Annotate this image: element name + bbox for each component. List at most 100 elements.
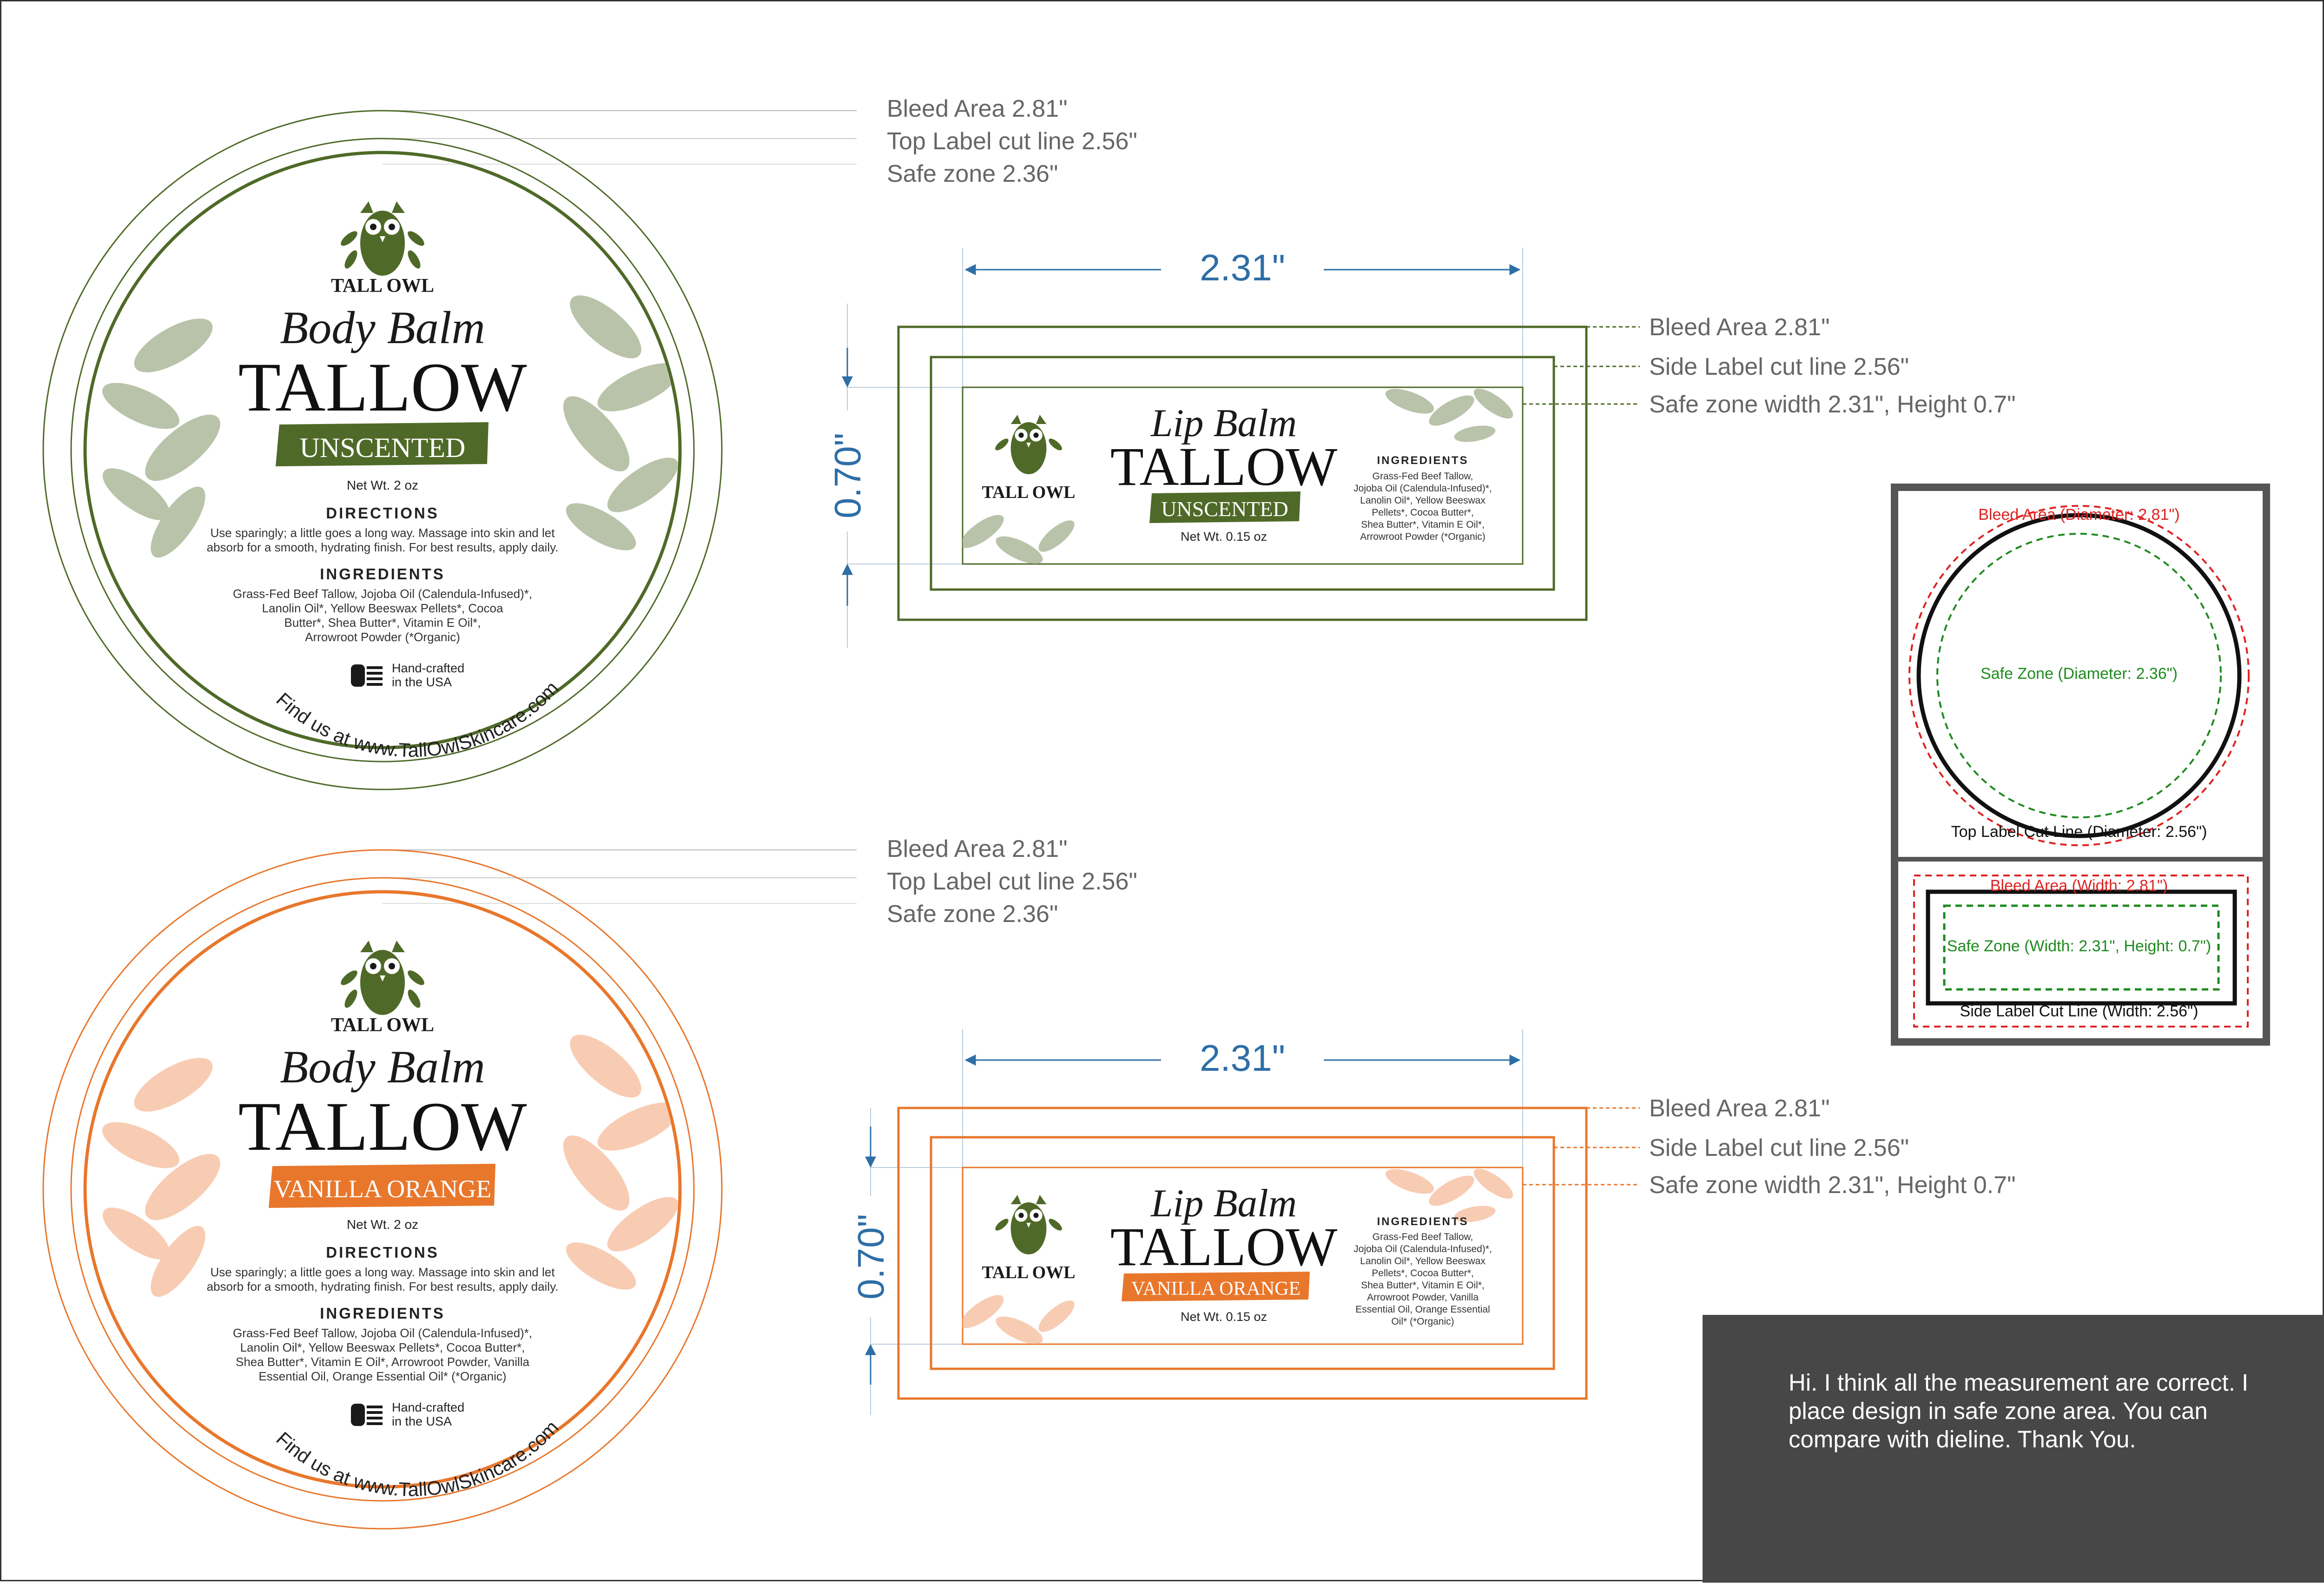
variant-banner-text: UNSCENTED <box>300 432 466 463</box>
brand-name: TALL OWL <box>982 483 1076 502</box>
handcrafted-line: in the USA <box>392 1414 452 1428</box>
side-bleed-rect <box>897 325 1588 621</box>
brand-name: TALL OWL <box>331 1015 434 1036</box>
ingredients-line: Grass-Fed Beef Tallow, Jojoba Oil (Calen… <box>233 587 532 601</box>
callout-cut: Top Label cut line 2.56" <box>887 128 1137 155</box>
dim-text-bg <box>847 1196 894 1317</box>
variant-banner-bg <box>1122 1272 1310 1301</box>
dieline-bleed-rect <box>1913 875 2249 1028</box>
dieline-cut-label: Top Label Cut Line (Diameter: 2.56") <box>1951 823 2207 841</box>
leaf-icon <box>563 1135 630 1211</box>
round-label: TALL OWL Body Balm TALLOW UNSCENTED Net … <box>42 95 1137 790</box>
directions-line: absorb for a smooth, hydrating finish. F… <box>207 1280 559 1293</box>
website-arc: Find us at www.TallOwlSkincare.com <box>272 677 562 761</box>
ingredients-line: Lanolin Oil*, Yellow Beeswax Pellets*, C… <box>262 601 503 615</box>
callout-bleed: Bleed Area 2.81" <box>1649 314 1830 341</box>
safe-circle <box>83 890 682 1489</box>
leaf-icon <box>134 318 213 372</box>
dieline-reference: Bleed Area (Diameter: 2.81") Safe Zone (… <box>1891 484 2270 1046</box>
ingredients-line: Arrowroot Powder (*Organic) <box>1360 531 1486 542</box>
leaf-decor <box>102 1035 678 1297</box>
variant-banner-bg <box>269 1164 495 1208</box>
callout-cut: Top Label cut line 2.56" <box>887 868 1137 895</box>
leaf-icon <box>566 503 636 550</box>
leaf-icon <box>996 536 1043 564</box>
variant-banner-text: UNSCENTED <box>1161 497 1288 521</box>
leaf-icon <box>102 1207 170 1260</box>
round-label: TALL OWL Body Balm TALLOW VANILLA ORANGE… <box>42 836 1137 1530</box>
ingredients-title: INGREDIENTS <box>1377 1215 1468 1228</box>
ingredients-line: Essential Oil, Orange Essential <box>1355 1304 1490 1315</box>
callout-safe: Safe zone 2.36" <box>887 160 1058 187</box>
ingredients-title: INGREDIENTS <box>1377 454 1468 467</box>
dieline-safe-rect <box>1943 904 2220 991</box>
side-label: 2.31" 0.70" <box>824 247 2016 648</box>
hand-flag-icon <box>351 1404 383 1426</box>
side-safe-rect <box>962 386 1524 565</box>
leaf-icon <box>102 1122 179 1168</box>
ingredients-line: Lanolin Oil*, Yellow Beeswax Pellets*, C… <box>240 1340 525 1354</box>
leaf-icon <box>963 1295 1004 1328</box>
leaf-icon <box>570 1035 641 1098</box>
callout-cut: Side Label cut line 2.56" <box>1649 353 1909 380</box>
ingredients-line: Shea Butter*, Vitamin E Oil*, <box>1361 1280 1485 1291</box>
ingredients-line: Shea Butter*, Vitamin E Oil*, <box>1361 519 1485 530</box>
leaf-icon <box>134 1058 213 1112</box>
leaf-icon <box>145 414 220 481</box>
dieline-bleed-circle <box>1908 505 2250 846</box>
dieline-safe-label: Safe Zone (Diameter: 2.36") <box>1981 665 2178 683</box>
handcrafted-line: Hand-crafted <box>392 661 464 675</box>
hand-flag-icon <box>351 664 383 687</box>
ingredients-line: Grass-Fed Beef Tallow, <box>1373 1232 1473 1242</box>
variant-banner-bg <box>1149 491 1301 523</box>
dieline-safe-circle <box>1936 533 2222 818</box>
dieline-cut-rect <box>1926 889 2237 1006</box>
leaf-icon <box>1038 1300 1075 1332</box>
ingredients-line: Jojoba Oil (Calendula-Infused)*, <box>1353 1244 1492 1254</box>
website-arc: Find us at www.TallOwlSkincare.com <box>272 1416 562 1500</box>
product-script: Body Balm <box>280 302 485 353</box>
height-dimension: 0.70" <box>827 433 868 518</box>
net-weight: Net Wt. 0.15 oz <box>1181 530 1267 544</box>
dim-text-bg <box>824 411 871 531</box>
product-title: TALLOW <box>1110 436 1338 497</box>
directions-line: Use sparingly; a little goes a long way.… <box>211 1265 555 1279</box>
leaf-icon <box>570 295 641 358</box>
leaf-icon <box>566 1242 636 1290</box>
safe-circle <box>83 151 682 749</box>
designer-note: Hi. I think all the measurement are corr… <box>1703 1315 2324 1583</box>
leaf-icon <box>597 363 678 411</box>
directions-title: DIRECTIONS <box>326 504 439 522</box>
cut-circle <box>70 877 695 1502</box>
net-weight: Net Wt. 0.15 oz <box>1181 1310 1267 1324</box>
callout-bleed: Bleed Area 2.81" <box>887 836 1068 862</box>
net-weight: Net Wt. 2 oz <box>347 1217 418 1232</box>
product-title: TALLOW <box>1110 1216 1338 1277</box>
leaf-icon <box>1454 425 1496 442</box>
width-dimension: 2.31" <box>1200 247 1285 288</box>
side-bleed-rect <box>897 1107 1588 1400</box>
leaf-icon <box>151 1226 205 1297</box>
directions-line: Use sparingly; a little goes a long way.… <box>211 526 555 540</box>
dieline-safe-label: Safe Zone (Width: 2.31", Height: 0.7") <box>1947 937 2211 955</box>
leaf-icon <box>963 515 1004 548</box>
ingredients-line: Grass-Fed Beef Tallow, <box>1373 471 1473 482</box>
callout-cut: Side Label cut line 2.56" <box>1649 1134 1909 1161</box>
callout-safe: Safe zone width 2.31", Height 0.7" <box>1649 391 2016 418</box>
ingredients-line: Lanolin Oil*, Yellow Beeswax <box>1360 495 1486 506</box>
cut-circle <box>70 138 695 763</box>
callout-safe: Safe zone 2.36" <box>887 901 1058 928</box>
leaf-icon <box>597 1102 678 1151</box>
label-set-vanilla-orange: TALL OWL Body Balm TALLOW VANILLA ORANGE… <box>42 836 2016 1530</box>
bleed-circle <box>42 849 723 1530</box>
directions-title: DIRECTIONS <box>326 1244 439 1261</box>
height-dimension: 0.70" <box>850 1214 891 1300</box>
side-safe-rect <box>962 1167 1524 1345</box>
product-script: Body Balm <box>280 1041 485 1093</box>
leaf-icon <box>1473 388 1513 419</box>
product-title: TALLOW <box>238 349 527 426</box>
ingredients-line: Arrowroot Powder (*Organic) <box>305 630 460 644</box>
leaf-decor <box>963 1168 1513 1344</box>
dieline-cut-label: Side Label Cut Line (Width: 2.56") <box>1960 1002 2199 1020</box>
